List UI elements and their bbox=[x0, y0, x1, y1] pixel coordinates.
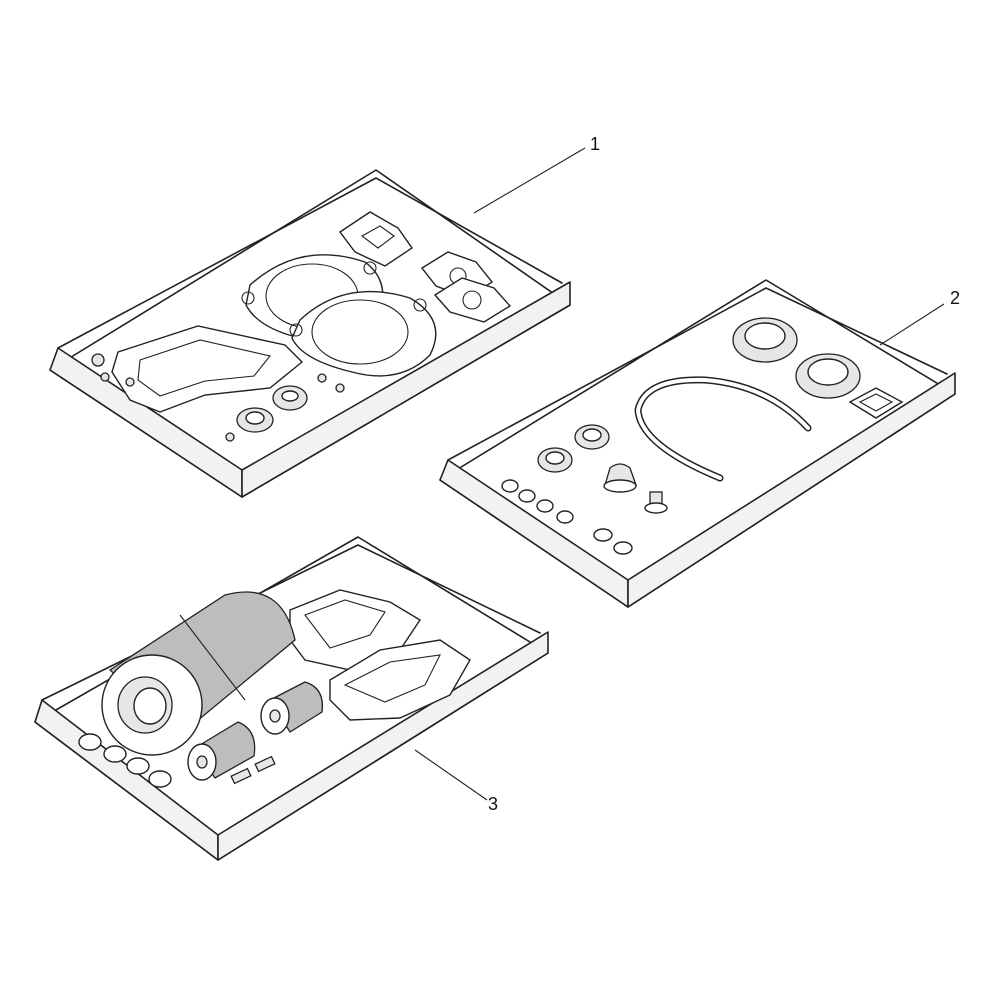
valve-plate-2 bbox=[329, 639, 471, 721]
tray-1-inner-rim bbox=[57, 177, 563, 349]
shaft-seal-large-2 bbox=[795, 353, 861, 399]
bleed-screw bbox=[644, 491, 668, 514]
callout-label-3: 3 bbox=[488, 794, 498, 814]
tray-1-seal-2 bbox=[272, 385, 308, 411]
tray-2-seal-1 bbox=[574, 424, 610, 450]
small-filter-2 bbox=[187, 721, 256, 781]
air-filter-element bbox=[101, 591, 296, 756]
tray-2-seal-2 bbox=[537, 447, 573, 473]
callout-label-2: 2 bbox=[950, 288, 960, 308]
tray-1-plug-5 bbox=[335, 383, 345, 393]
callout-3: 3 bbox=[414, 749, 498, 814]
tray-3-right-wall bbox=[217, 631, 549, 861]
head-gasket-right bbox=[289, 290, 437, 377]
shaft-seal-large-1 bbox=[732, 317, 798, 363]
tray-1-plug-1 bbox=[91, 353, 105, 367]
tray-2-seal-kit bbox=[439, 279, 956, 608]
tray-1-plug-3 bbox=[125, 377, 135, 387]
callout-2: 2 bbox=[879, 288, 960, 346]
tray-1-plug-2 bbox=[100, 372, 110, 382]
small-filter-1 bbox=[260, 681, 324, 735]
callout-label-1: 1 bbox=[590, 134, 600, 154]
nozzle-fitting bbox=[603, 463, 637, 493]
tray-1-plug-6 bbox=[225, 432, 235, 442]
leader-line-3 bbox=[414, 749, 488, 801]
leader-line-2 bbox=[879, 303, 945, 346]
tray-2-o-rings bbox=[501, 479, 633, 555]
square-gasket bbox=[848, 387, 904, 419]
springs bbox=[230, 755, 276, 785]
tray-3-filter-valve-kit bbox=[34, 536, 549, 861]
tray-2-right-wall bbox=[627, 372, 956, 608]
tray-3-o-rings bbox=[78, 733, 172, 788]
tray-2-inner-rim bbox=[447, 287, 948, 461]
tray-1-plug-4 bbox=[317, 373, 327, 383]
callout-1: 1 bbox=[473, 134, 600, 214]
leader-line-1 bbox=[473, 147, 586, 214]
tray-1-seal-1 bbox=[236, 407, 274, 433]
flange-gasket-1 bbox=[338, 211, 413, 267]
tray-1-gasket-kit bbox=[49, 169, 571, 498]
tray-1-right-wall bbox=[241, 281, 571, 498]
flange-gasket-3 bbox=[433, 277, 512, 323]
crankcase-gasket bbox=[111, 325, 304, 413]
